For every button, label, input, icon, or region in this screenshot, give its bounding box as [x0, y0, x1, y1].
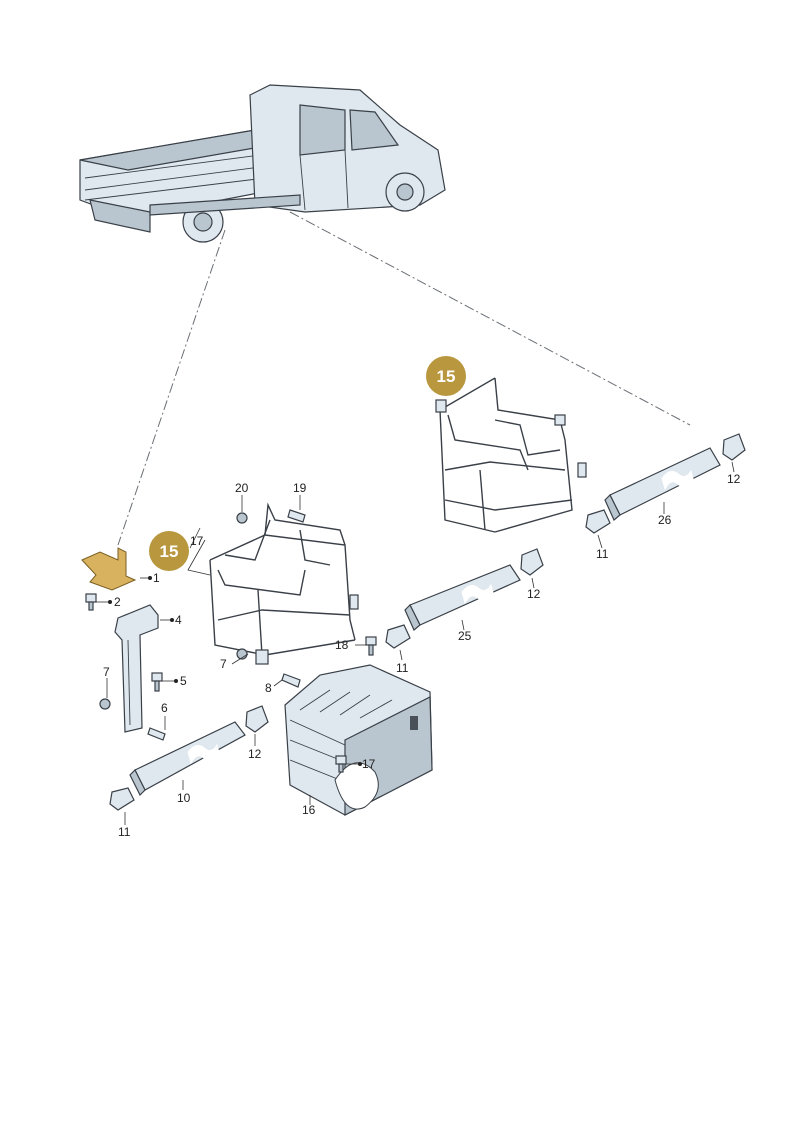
bolt-5 — [151, 672, 163, 692]
end-cap-12-middle — [520, 548, 544, 576]
callout-12-left: 12 — [248, 747, 262, 761]
badge-15-left: 15 — [149, 531, 189, 571]
guide-lines — [117, 211, 691, 546]
callout-26: 26 — [658, 513, 672, 527]
mounting-frame-left — [209, 502, 359, 665]
callout-7-left: 7 — [103, 665, 110, 679]
bolt-2 — [85, 593, 97, 611]
callout-11-middle: 11 — [396, 661, 409, 675]
mounting-frame-right — [435, 377, 587, 533]
tube-10 — [129, 721, 246, 797]
callout-20: 20 — [235, 481, 249, 495]
bolt-18 — [365, 636, 377, 656]
tool-box-16 — [284, 664, 433, 816]
end-cap-12-left — [245, 705, 269, 733]
end-cap-11-middle — [385, 624, 411, 649]
callout-8: 8 — [265, 681, 272, 695]
callout-6: 6 — [161, 701, 168, 715]
callout-16: 16 — [302, 803, 316, 817]
callout-11-left: 11 — [118, 825, 131, 839]
callout-11-right: 11 — [596, 547, 609, 561]
callout-4: 4 — [175, 613, 182, 627]
support-bracket-4 — [114, 604, 159, 733]
callout-12-right: 12 — [727, 472, 741, 486]
end-cap-11-right — [585, 509, 611, 534]
callout-19: 19 — [293, 481, 307, 495]
callout-17-toolbox: 17 — [362, 757, 376, 771]
callout-10: 10 — [177, 791, 191, 805]
callout-25: 25 — [458, 629, 472, 643]
callout-5: 5 — [180, 674, 187, 688]
tube-26 — [604, 447, 721, 521]
callout-labels: 1 2 4 5 6 7 7 8 10 11 11 11 12 12 12 16 … — [103, 472, 741, 839]
callout-17-frame: 17 — [190, 534, 204, 548]
callout-18: 18 — [335, 638, 349, 652]
badge-15-right: 15 — [426, 356, 466, 396]
end-cap-11-left — [109, 787, 135, 811]
bolt-6 — [147, 727, 166, 741]
bracket-highlighted — [81, 547, 137, 591]
leader-lines — [96, 461, 735, 825]
tube-25 — [404, 564, 521, 631]
nut-20 — [236, 512, 248, 524]
truck-illustration — [79, 84, 446, 243]
callout-2: 2 — [114, 595, 121, 609]
bolt-8 — [281, 673, 301, 688]
bolt-19 — [287, 509, 306, 523]
svg-text:15: 15 — [437, 367, 456, 386]
callout-1: 1 — [153, 571, 160, 585]
nut-7-left — [99, 698, 111, 710]
callout-12-middle: 12 — [527, 587, 541, 601]
callout-7-middle: 7 — [220, 657, 227, 671]
bolt-17-toolbox — [335, 755, 347, 773]
svg-text:15: 15 — [160, 542, 179, 561]
end-cap-12-right — [722, 433, 746, 461]
